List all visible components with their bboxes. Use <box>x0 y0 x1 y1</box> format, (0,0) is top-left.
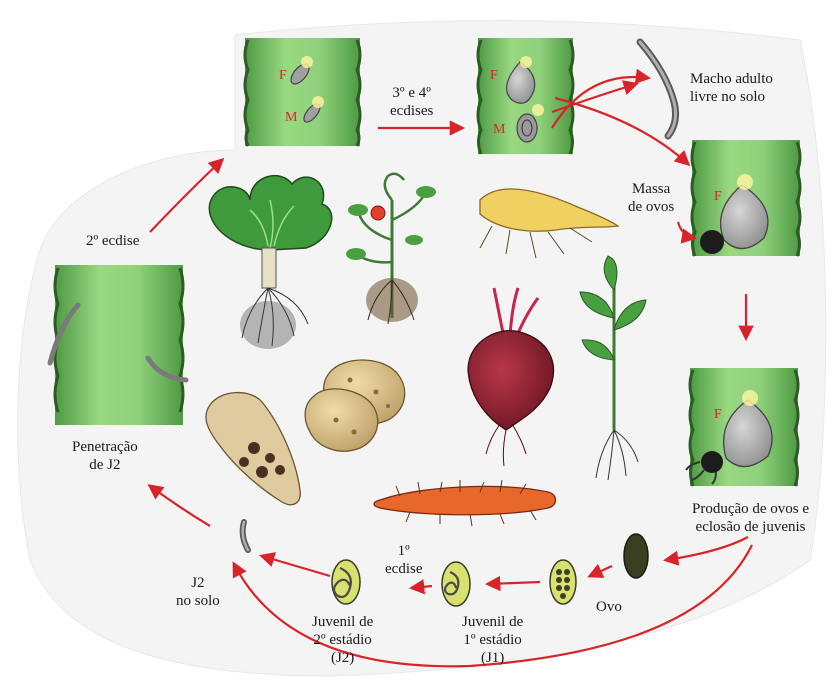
female-mark-3: F <box>714 189 722 204</box>
female-mark-2: F <box>490 68 498 83</box>
label-egg-production-hatching: Produção de ovos e eclosão de juvenis <box>692 500 809 536</box>
female-mark-1: F <box>279 68 287 83</box>
label-second-stage-juvenile: Juvenil de 2º estádio (J2) <box>312 613 373 667</box>
label-2nd-ecdysis: 2º ecdise <box>86 232 139 250</box>
label-first-stage-juvenile: Juvenil de 1º estádio (J1) <box>462 613 523 667</box>
egg-j1 <box>442 562 470 606</box>
egg-dark <box>624 534 648 578</box>
label-adult-male-free: Macho adulto livre no solo <box>690 70 773 106</box>
label-j2-in-soil: J2 no solo <box>176 574 220 610</box>
label-egg: Ovo <box>596 598 622 616</box>
label-3rd-4th-ecdyses: 3º e 4º ecdises <box>390 84 433 120</box>
root-segment-egg-production <box>686 368 798 486</box>
egg-with-cells <box>550 560 576 604</box>
root-segment-top-left <box>245 38 360 146</box>
root-segment-j2-penetration <box>50 265 186 425</box>
male-mark-1: M <box>285 110 298 125</box>
female-mark-4: F <box>714 407 722 422</box>
root-segment-female-egg-mass <box>692 140 800 256</box>
male-mark-2: M <box>493 122 506 137</box>
egg-j2 <box>332 560 360 604</box>
label-j2-penetration: Penetração de J2 <box>72 438 138 474</box>
label-egg-mass: Massa de ovos <box>628 180 674 216</box>
label-1st-ecdysis: 1º ecdise <box>385 542 422 578</box>
